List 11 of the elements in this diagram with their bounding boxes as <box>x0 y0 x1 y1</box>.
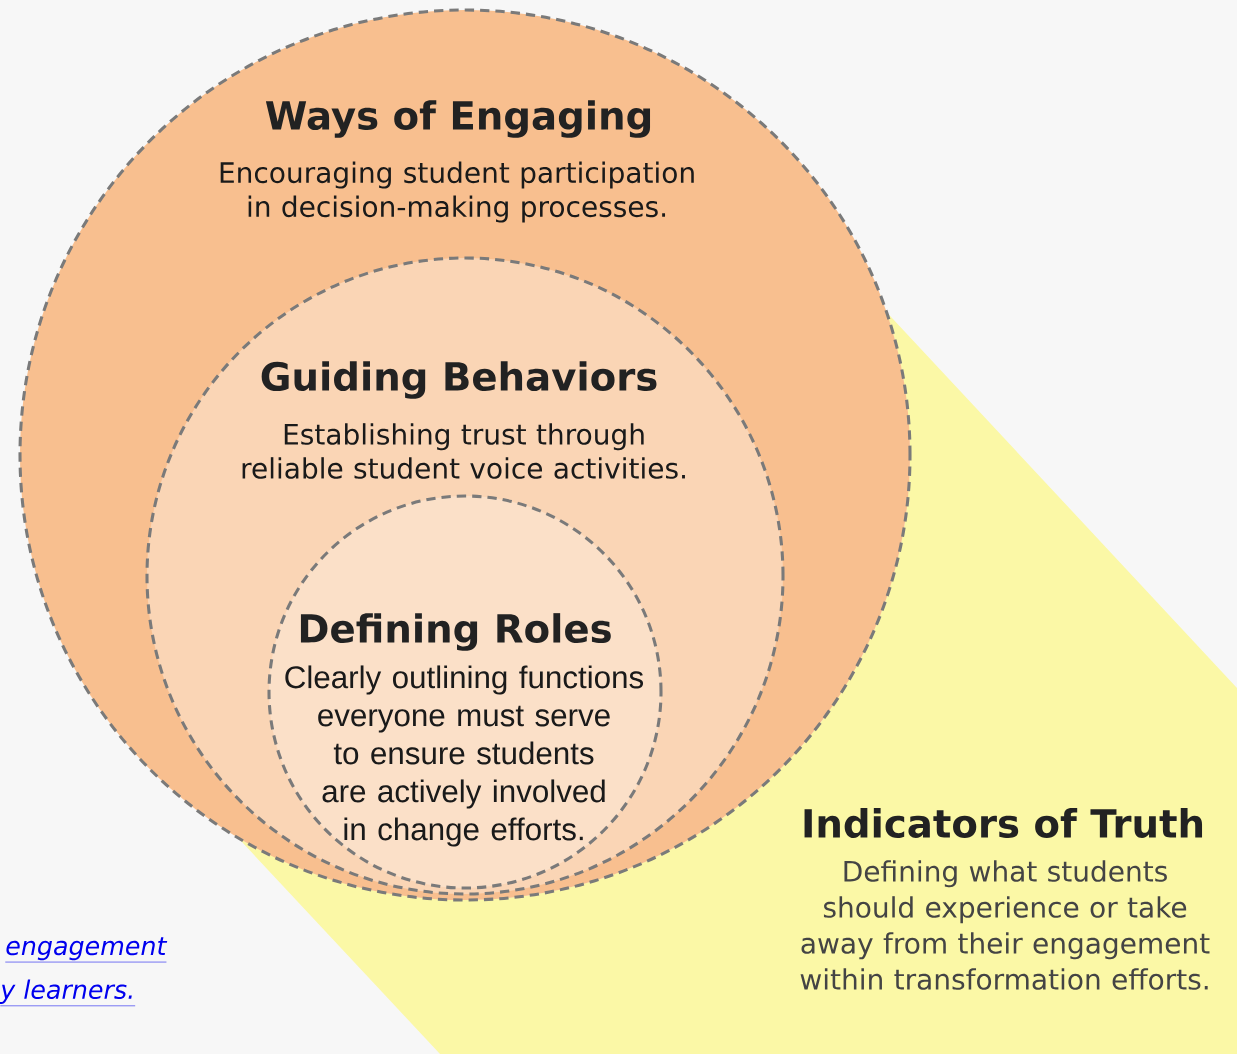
circle <box>267 494 663 890</box>
heading: Ways of Engaging <box>265 100 651 138</box>
heading: Indicators of Truth <box>804 808 1203 838</box>
link: y learners. <box>0 979 136 1007</box>
description: Clearly outlining functions everyone must serve to ensure students are actively involved in change efforts. <box>285 665 644 847</box>
description: Encouraging student participation in decision-making processes. <box>220 161 694 223</box>
heading: Guiding Behaviors <box>261 361 657 399</box>
heading: Defining Roles <box>300 613 611 651</box>
description: Defining what students should experience or take away from their engagement within transformation efforts. <box>800 860 1210 990</box>
link: engagement <box>5 937 168 963</box>
description: Establishing trust through reliable student voice activities. <box>242 423 685 479</box>
